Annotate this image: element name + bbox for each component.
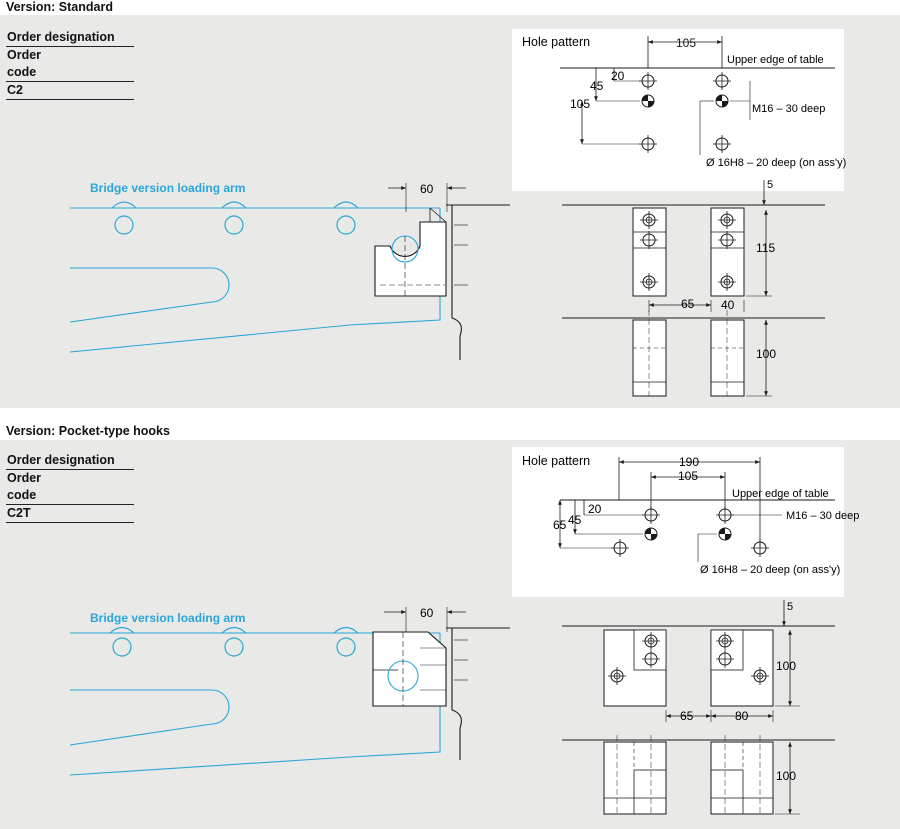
order-designation-label: Order designation	[6, 452, 134, 470]
side-view-pocket: Bridge version loading arm 60	[69, 606, 510, 776]
order-code-label-line1: Order	[7, 471, 42, 485]
dim-105: 105	[678, 469, 698, 483]
front-view-standard: 5 115 65 40 100	[562, 179, 825, 397]
order-designation-label: Order designation	[6, 29, 134, 47]
dim-60: 60	[420, 606, 434, 620]
dim-60: 60	[420, 182, 434, 196]
order-table-pocket: Order designation Order code C2T	[6, 452, 134, 523]
front-view-pocket: 5 100 65 80 100	[562, 600, 835, 815]
hole-pattern-pocket: Hole pattern Upper edge of table 190 105…	[522, 454, 859, 576]
dim-100: 100	[756, 347, 776, 361]
dim-190: 190	[679, 455, 699, 469]
order-table-standard: Order designation Order code C2	[6, 29, 134, 100]
dim-5: 5	[787, 601, 793, 613]
order-code-value: C2	[6, 82, 134, 100]
hole-pattern-standard: Hole pattern Upper edge of table 105 20 …	[522, 35, 846, 169]
dim-45: 45	[590, 79, 604, 93]
dim-100: 100	[776, 769, 796, 783]
dim-100-top: 100	[776, 659, 796, 673]
dim-45: 45	[568, 513, 582, 527]
order-code-label-line2: code	[6, 487, 134, 505]
thread-label: M16 – 30 deep	[752, 103, 825, 115]
loading-arm-label: Bridge version loading arm	[90, 611, 245, 625]
dim-65: 65	[553, 518, 567, 532]
dim-65: 65	[681, 297, 695, 311]
dim-105-top: 105	[676, 36, 696, 50]
upper-edge-label: Upper edge of table	[727, 54, 824, 66]
hole-pattern-title: Hole pattern	[522, 35, 590, 49]
hole-pattern-box-standard	[512, 29, 844, 191]
dim-5: 5	[767, 179, 773, 191]
dim-115: 115	[756, 241, 775, 255]
loading-arm-label: Bridge version loading arm	[90, 181, 245, 195]
bore-label: Ø 16H8 – 20 deep (on ass'y)	[700, 564, 840, 576]
panel-standard: Order designation Order code C2	[0, 15, 900, 408]
side-view-standard: Bridge version loading arm 60	[69, 181, 510, 360]
order-code-label-line2: code	[6, 64, 134, 82]
dim-105-side: 105	[570, 97, 590, 111]
dim-40: 40	[721, 298, 735, 312]
hole-pattern-box-pocket	[512, 447, 844, 597]
upper-edge-label: Upper edge of table	[732, 488, 829, 500]
bore-label: Ø 16H8 – 20 deep (on ass'y)	[706, 157, 846, 169]
version-title-standard: Version: Standard	[6, 0, 113, 14]
hole-pattern-title: Hole pattern	[522, 454, 590, 468]
version-title-pocket: Version: Pocket-type hooks	[6, 424, 170, 438]
thread-label: M16 – 30 deep	[786, 510, 859, 522]
dim-65: 65	[680, 709, 694, 723]
dim-80: 80	[735, 709, 749, 723]
dim-20: 20	[611, 69, 625, 83]
order-code-label-line1: Order	[7, 48, 42, 62]
dim-20: 20	[588, 502, 602, 516]
order-code-value: C2T	[6, 505, 134, 523]
